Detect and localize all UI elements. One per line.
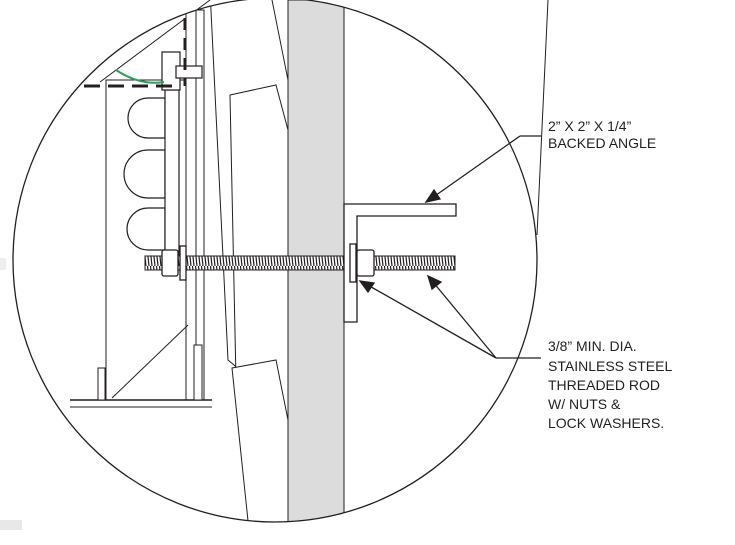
lamp-bulbs xyxy=(123,97,166,251)
top-bracket-clip xyxy=(175,65,203,79)
rod-callout-line-5: LOCK WASHERS. xyxy=(548,415,664,431)
rod-callout-line-4: W/ NUTS & xyxy=(548,396,621,412)
rod-arrowhead-1 xyxy=(358,280,376,294)
detail-contents xyxy=(60,0,457,522)
angle-callout-line-2: BACKED ANGLE xyxy=(548,135,656,151)
rod-arrowhead-2 xyxy=(426,274,443,291)
tray-post-right xyxy=(193,344,203,401)
right-nut xyxy=(356,249,375,277)
rod-leader-2 xyxy=(432,281,497,359)
green-wire xyxy=(115,69,165,84)
bulb-3 xyxy=(126,207,166,251)
lamp-holder xyxy=(164,89,180,261)
edge-fragment xyxy=(0,520,22,530)
angle-leader xyxy=(431,135,521,199)
backed-angle xyxy=(343,203,457,323)
left-nut xyxy=(161,249,179,277)
rod-leader-1 xyxy=(365,283,497,359)
bulb-2 xyxy=(123,149,166,199)
detail-leader-right xyxy=(536,0,549,236)
tray-brace xyxy=(111,324,189,399)
tray-post-left xyxy=(97,367,106,401)
rod-callout-line-3: THREADED ROD xyxy=(548,377,660,393)
edge-fragment xyxy=(0,258,6,270)
bulb-1 xyxy=(127,97,166,139)
detail-circle xyxy=(12,0,538,523)
rod-callout-line-2: STAINLESS STEEL xyxy=(548,358,672,374)
right-washer xyxy=(349,243,357,283)
angle-callout-line-1: 2” X 2” X 1/4” xyxy=(548,118,632,134)
angle-arrowhead xyxy=(424,188,442,203)
callout-arrows xyxy=(358,135,541,359)
stone-panel-lower xyxy=(231,359,289,522)
rod-callout-line-1: 3/8” MIN. DIA. xyxy=(548,338,637,354)
left-washer xyxy=(179,245,187,281)
threaded-rod xyxy=(144,255,456,271)
